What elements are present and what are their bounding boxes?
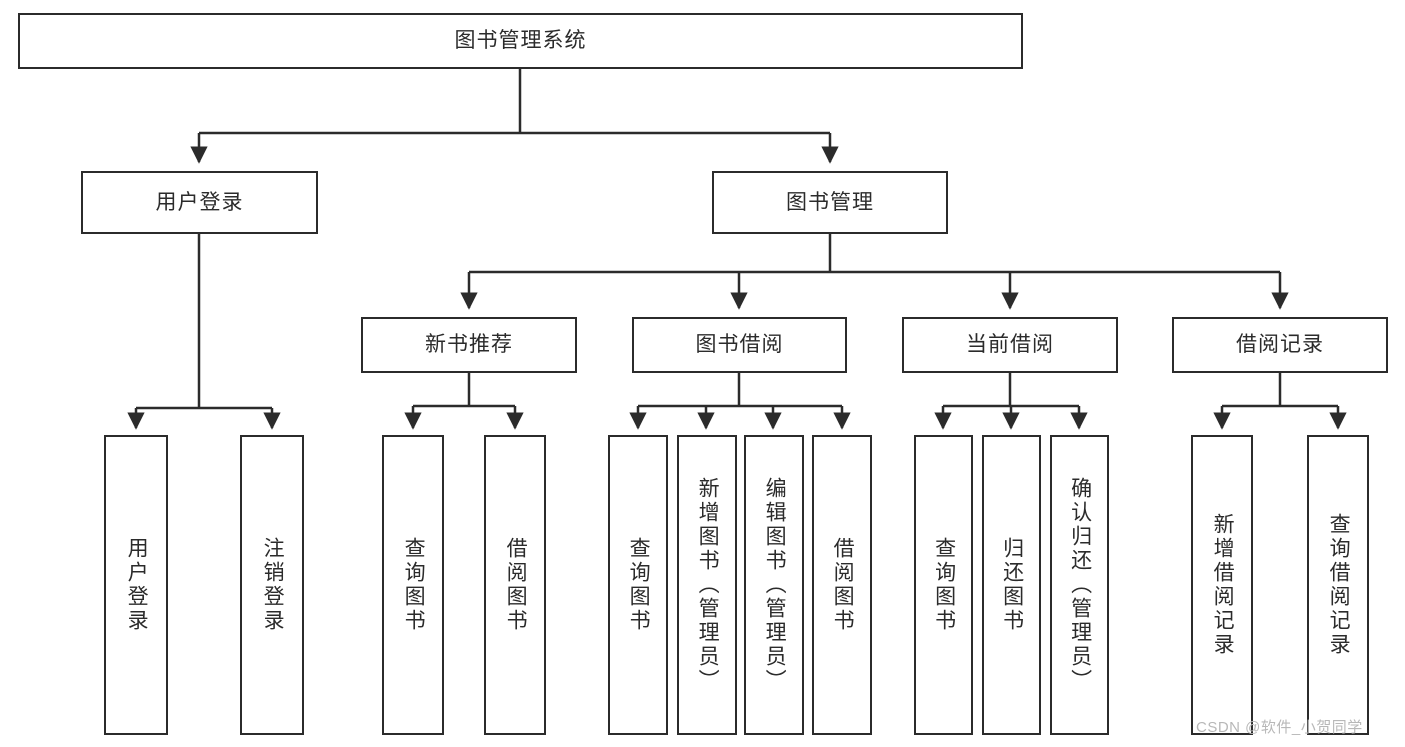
node-root-book-management-system[interactable]: 图书管理系统 (18, 13, 1023, 69)
leaf-borrow-record-query-record[interactable]: 查询借阅记录 (1307, 435, 1369, 735)
node-borrow-record[interactable]: 借阅记录 (1172, 317, 1388, 373)
node-label: 借阅图书 (831, 537, 855, 633)
leaf-book-borrow-borrow-book[interactable]: 借阅图书 (812, 435, 872, 735)
node-label: 用户登录 (125, 537, 149, 633)
leaf-current-borrow-query-book[interactable]: 查询图书 (914, 435, 973, 735)
node-book-management[interactable]: 图书管理 (712, 171, 948, 234)
node-label: 图书管理系统 (454, 29, 587, 53)
node-label: 当前借阅 (966, 333, 1054, 357)
node-label: 注销登录 (261, 537, 285, 633)
node-label: 新增借阅记录 (1211, 513, 1235, 657)
leaf-user-login-login[interactable]: 用户登录 (104, 435, 168, 735)
leaf-current-borrow-confirm-return-admin[interactable]: 确认归还（管理员） (1050, 435, 1109, 735)
node-current-borrow[interactable]: 当前借阅 (902, 317, 1118, 373)
node-label: 查询图书 (627, 537, 651, 633)
leaf-book-borrow-query-book[interactable]: 查询图书 (608, 435, 668, 735)
node-label: 查询借阅记录 (1327, 513, 1351, 657)
node-label: 用户登录 (155, 190, 244, 214)
node-label: 图书管理 (786, 190, 874, 214)
node-label: 图书借阅 (695, 333, 784, 357)
node-book-borrow[interactable]: 图书借阅 (632, 317, 847, 373)
node-label: 编辑图书（管理员） (763, 477, 787, 693)
leaf-borrow-record-add-record[interactable]: 新增借阅记录 (1191, 435, 1253, 735)
node-label: 新增图书（管理员） (696, 477, 720, 693)
leaf-book-borrow-add-book-admin[interactable]: 新增图书（管理员） (677, 435, 737, 735)
leaf-user-login-logout[interactable]: 注销登录 (240, 435, 304, 735)
node-label: 确认归还（管理员） (1068, 477, 1092, 693)
node-label: 借阅记录 (1236, 333, 1324, 357)
node-label: 新书推荐 (425, 333, 513, 357)
node-new-book-recommend[interactable]: 新书推荐 (361, 317, 577, 373)
node-user-login[interactable]: 用户登录 (81, 171, 318, 234)
leaf-book-borrow-edit-book-admin[interactable]: 编辑图书（管理员） (744, 435, 804, 735)
node-label: 查询图书 (932, 537, 956, 633)
leaf-new-book-borrow-book[interactable]: 借阅图书 (484, 435, 546, 735)
node-label: 查询图书 (402, 537, 426, 633)
csdn-watermark: CSDN @软件_小贺同学 (1196, 719, 1363, 736)
node-label: 归还图书 (1000, 537, 1024, 633)
leaf-new-book-query-book[interactable]: 查询图书 (382, 435, 444, 735)
node-label: 借阅图书 (504, 537, 528, 633)
leaf-current-borrow-return-book[interactable]: 归还图书 (982, 435, 1041, 735)
